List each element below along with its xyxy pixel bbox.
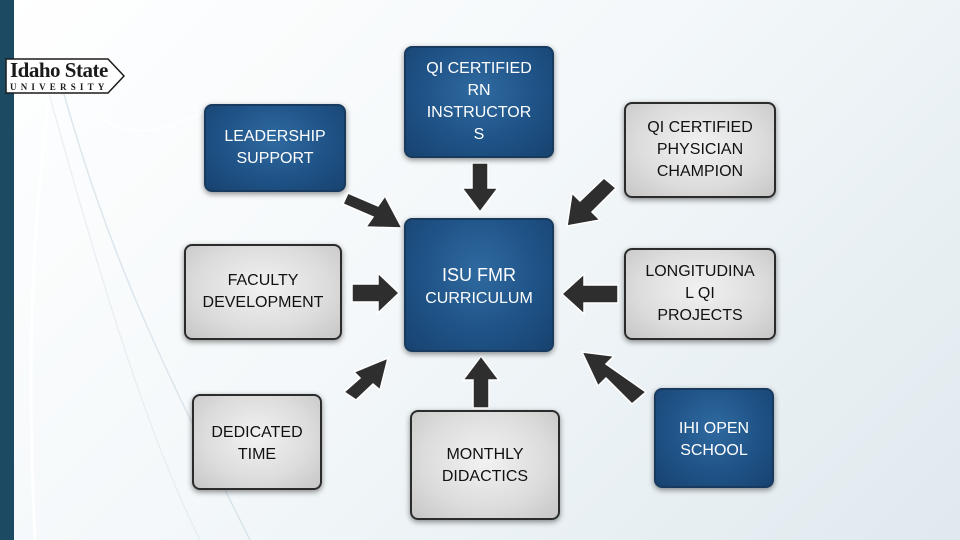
monthly-didactics-label: MONTHLY DIDACTICS (441, 446, 529, 485)
qi-certified-physician-champion-label: QI CERTIFIED PHYSICIAN CHAMPION (647, 119, 753, 180)
isu-fmr-label: ISU FMR (442, 265, 516, 285)
qi-certified-rn-instructors-label: QI CERTIFIED RN INSTRUCTOR S (426, 60, 532, 143)
curriculum-label: CURRICULUM (425, 290, 533, 307)
faculty-development-label: FACULTY DEVELOPMENT (202, 272, 324, 311)
longitudinal-qi-projects-box: LONGITUDINA L QI PROJECTS (624, 248, 776, 340)
isu-fmr-curriculum-box: ISU FMR CURRICULUM (404, 218, 554, 352)
ihi-open-school-box: IHI OPEN SCHOOL (654, 388, 774, 488)
left-accent-bar (0, 0, 14, 540)
logo-wordmark: Idaho State (10, 58, 108, 82)
dedicated-time-label: DEDICATED TIME (211, 424, 303, 463)
qi-certified-rn-instructors-box: QI CERTIFIED RN INSTRUCTOR S (404, 46, 554, 158)
leadership-support-label: LEADERSHIP SUPPORT (224, 128, 326, 167)
ihi-open-school-label: IHI OPEN SCHOOL (678, 420, 750, 459)
dedicated-time-box: DEDICATED TIME (192, 394, 322, 490)
faculty-development-box: FACULTY DEVELOPMENT (184, 244, 342, 340)
logo-subtitle: UNIVERSITY (10, 82, 109, 92)
longitudinal-qi-projects-label: LONGITUDINA L QI PROJECTS (645, 263, 755, 324)
idaho-state-university-logo: Idaho State UNIVERSITY (4, 55, 126, 97)
leadership-support-box: LEADERSHIP SUPPORT (204, 104, 346, 192)
qi-certified-physician-champion-box: QI CERTIFIED PHYSICIAN CHAMPION (624, 102, 776, 198)
monthly-didactics-box: MONTHLY DIDACTICS (410, 410, 560, 520)
